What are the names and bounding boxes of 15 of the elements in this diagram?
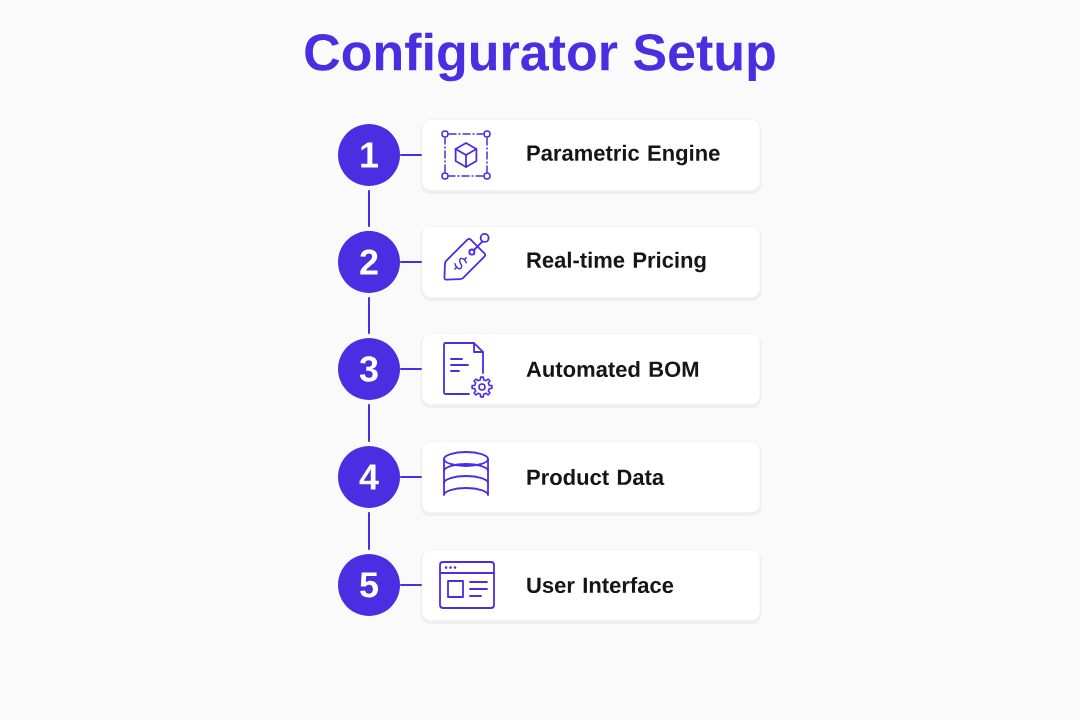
connector-line: [368, 189, 370, 228]
connector-line: [368, 403, 370, 443]
connector-line: [399, 368, 423, 370]
connector-line: [368, 296, 370, 335]
title: Configurator Setup: [305, 32, 775, 82]
step-card: Real-time Pricing: [420, 226, 762, 301]
step-card: Product Data: [420, 441, 762, 516]
connector-line: [399, 584, 423, 586]
connector-line: [368, 511, 370, 551]
step-card: Parametric Engine: [420, 119, 762, 194]
connector-line: [399, 154, 423, 156]
step-card: Automated BOM: [420, 333, 762, 408]
step-card: User Interface: [420, 549, 762, 624]
connector-line: [399, 476, 423, 478]
connector-line: [399, 261, 423, 263]
